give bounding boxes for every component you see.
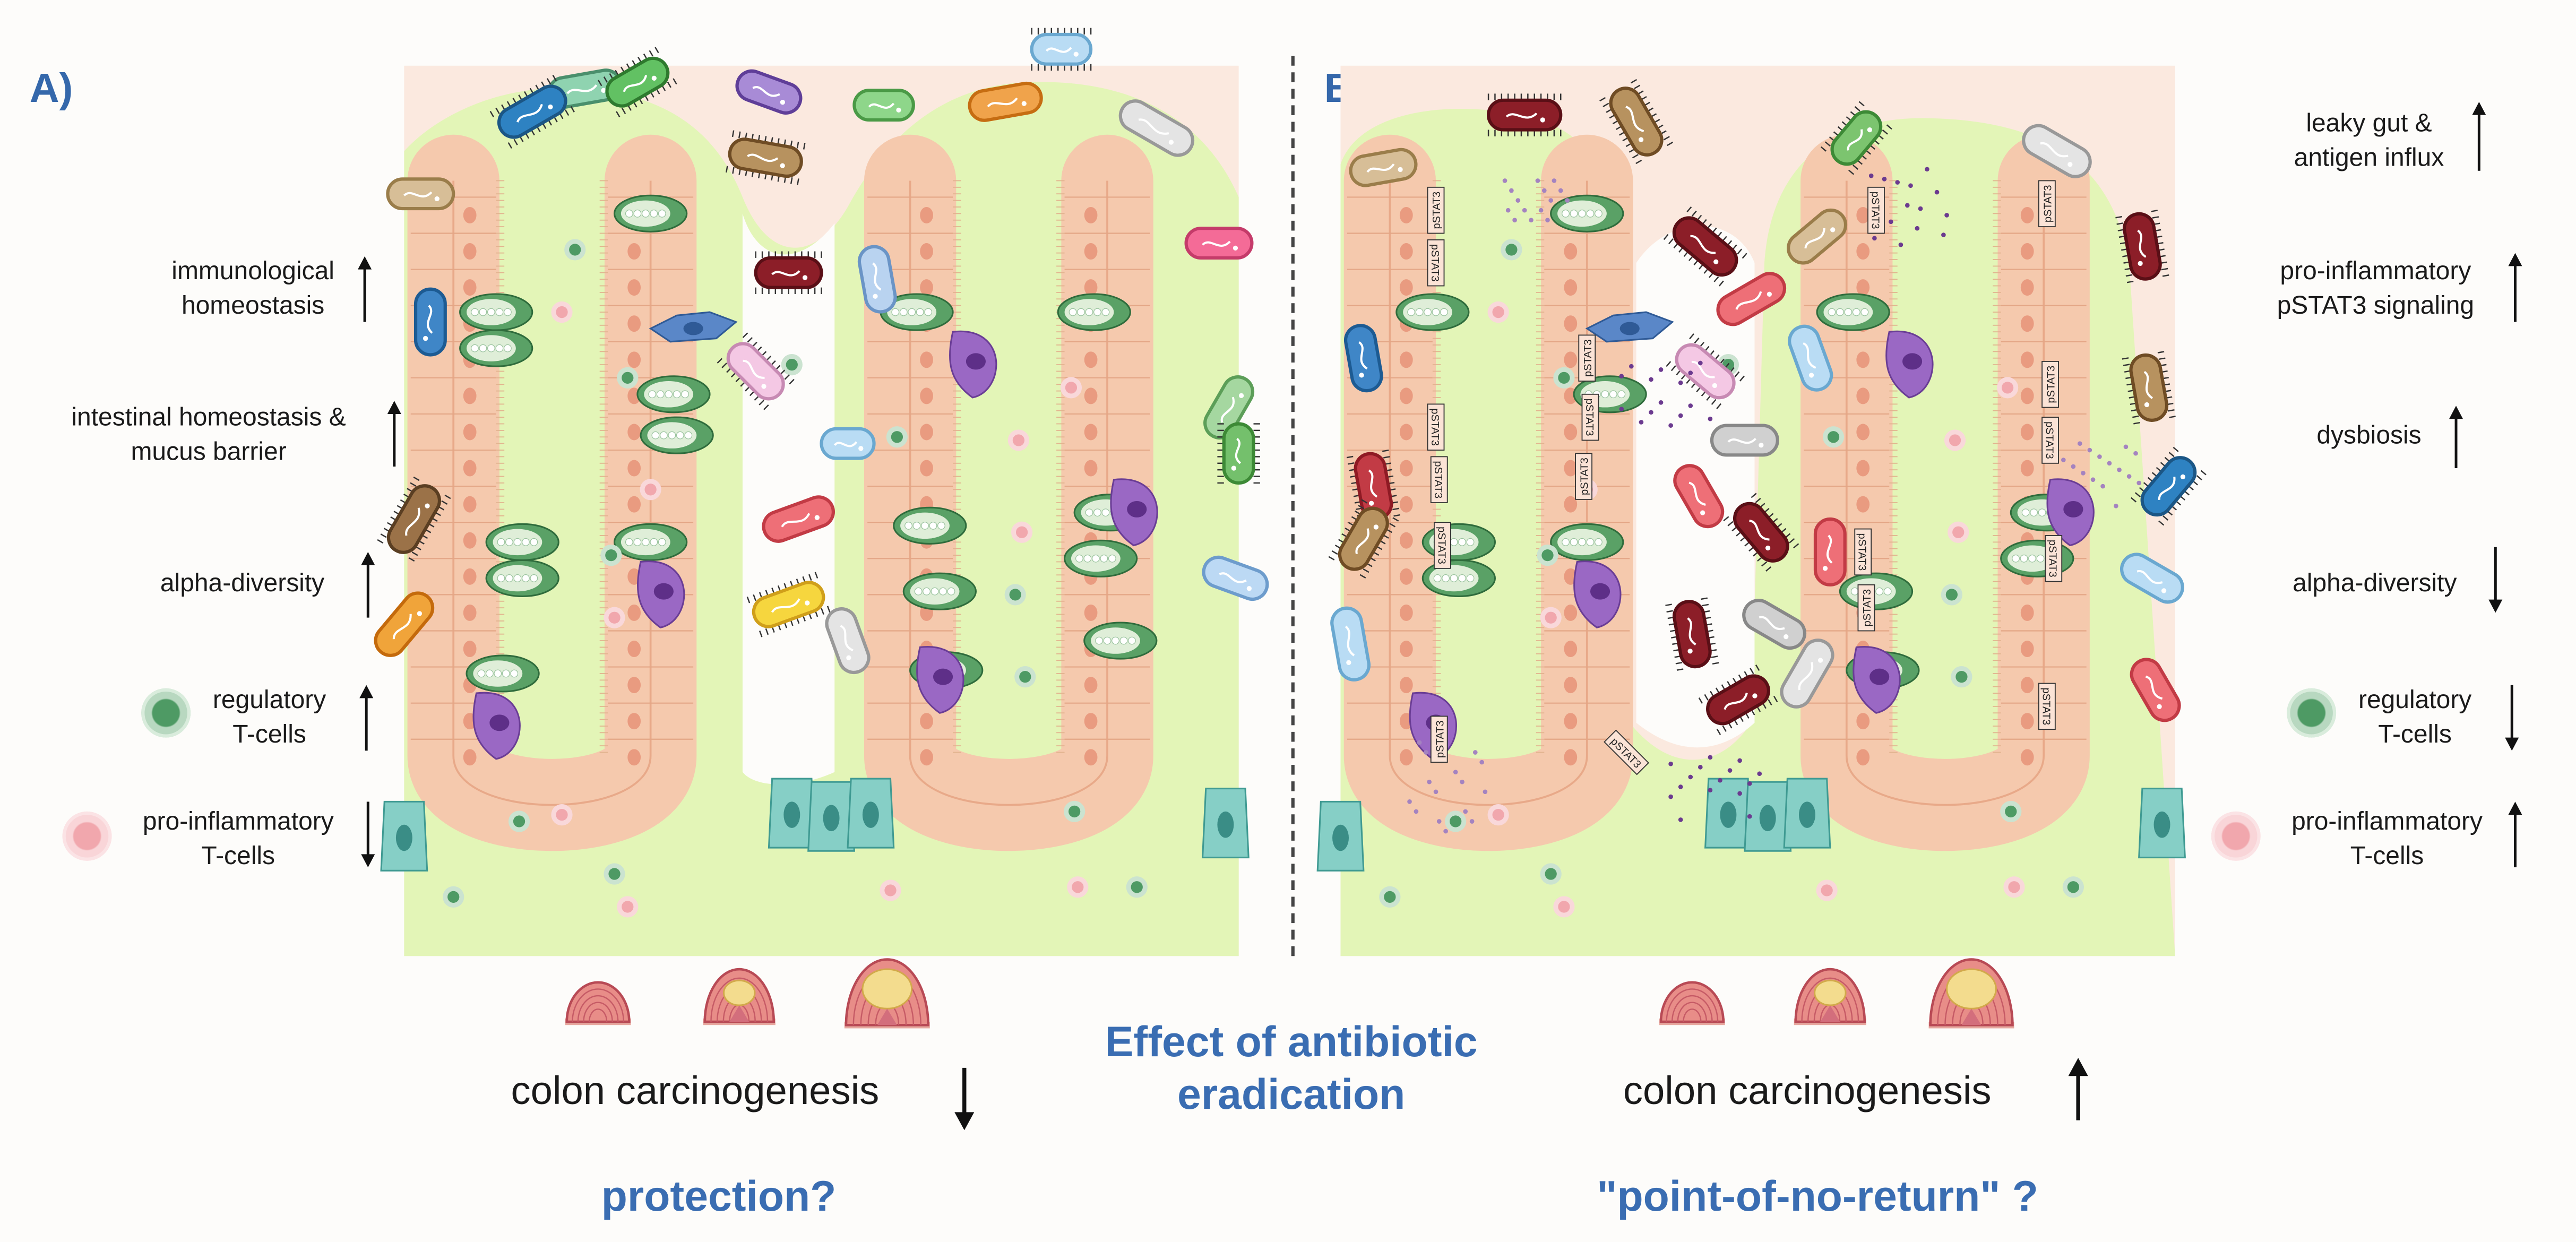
- svg-text:pSTAT3: pSTAT3: [1579, 458, 1591, 495]
- pstat3-stamp: pSTAT3: [1427, 403, 1445, 451]
- intestinal-homeostasis-label: intestinal homeostasis &mucus barrier: [71, 404, 346, 467]
- polyp-medium-icon-b: [1794, 968, 1866, 1025]
- pstat3-stamp: pSTAT3: [2038, 180, 2056, 228]
- alpha-diversity-label-a: alpha-diversity: [160, 570, 325, 598]
- panel-a-crypt-illustration: [374, 28, 1269, 956]
- pstat3-stamp: pSTAT3: [1427, 239, 1445, 287]
- svg-text:pSTAT3: pSTAT3: [1434, 720, 1446, 758]
- pro-inflammatory-t-cell-icon-a: [62, 811, 112, 861]
- carcinogenesis-label-a: colon carcinogenesis: [511, 1069, 880, 1114]
- svg-text:pSTAT3: pSTAT3: [2046, 366, 2057, 403]
- panel-divider: [1291, 56, 1295, 956]
- point-of-no-return-question: "point-of-no-return" ?: [1597, 1171, 2038, 1221]
- regulatory-t-cells-arrow-a: [359, 685, 374, 751]
- alpha-diversity-label-b: alpha-diversity: [2293, 570, 2457, 598]
- pstat3-signaling-arrow: [2508, 253, 2522, 322]
- alpha-diversity-arrow-b: [2488, 547, 2503, 613]
- protection-question: protection?: [601, 1171, 837, 1221]
- pstat3-stamp: pSTAT3: [1867, 186, 1885, 234]
- svg-text:pSTAT3: pSTAT3: [2044, 421, 2055, 459]
- pstat3-stamp: pSTAT3: [2045, 535, 2063, 582]
- panel-b-crypt-illustration: pSTAT3 pSTAT3 pSTAT3 pSTAT3 pSTAT3 pSTAT3 pSTA…: [1316, 65, 2207, 956]
- carcinogenesis-arrow-a: [954, 1067, 975, 1131]
- dysbiosis-label: dysbiosis: [2316, 422, 2422, 451]
- svg-text:pSTAT3: pSTAT3: [2042, 185, 2054, 222]
- panel-a-label: A): [29, 65, 73, 112]
- svg-text:pSTAT3: pSTAT3: [2040, 687, 2052, 725]
- carcinogenesis-label-b: colon carcinogenesis: [1623, 1069, 1992, 1114]
- pstat3-stamp: pSTAT3: [1427, 186, 1445, 234]
- polyp-medium-icon-a: [703, 968, 776, 1025]
- svg-text:pSTAT3: pSTAT3: [1583, 399, 1595, 436]
- svg-text:pSTAT3: pSTAT3: [1869, 192, 1881, 229]
- immunological-homeostasis-arrow: [358, 256, 372, 322]
- pstat3-stamp: pSTAT3: [1575, 453, 1592, 500]
- pstat3-stamp: pSTAT3: [2041, 417, 2059, 464]
- svg-text:pSTAT3: pSTAT3: [1582, 339, 1594, 377]
- pstat3-stamp: pSTAT3: [1854, 528, 1872, 576]
- svg-text:pSTAT3: pSTAT3: [1429, 408, 1441, 446]
- pstat3-stamp: pSTAT3: [2041, 360, 2059, 408]
- pro-inflammatory-t-cell-icon-b: [2211, 811, 2261, 861]
- regulatory-t-cells-arrow-b: [2505, 685, 2519, 751]
- polyp-small-icon-b: [1659, 981, 1725, 1025]
- alpha-diversity-arrow-a: [361, 551, 375, 618]
- carcinogenesis-arrow-b: [2068, 1058, 2088, 1120]
- pro-inflammatory-t-cells-arrow-a: [361, 801, 375, 868]
- pstat3-stamp: pSTAT3: [1430, 715, 1448, 763]
- svg-text:pSTAT3: pSTAT3: [1431, 192, 1443, 229]
- pstat3-stamp: pSTAT3: [1857, 584, 1875, 632]
- pro-inflammatory-t-cells-arrow-b: [2508, 801, 2522, 868]
- polyp-large-icon-b: [1928, 958, 2014, 1029]
- leaky-gut-arrow: [2472, 101, 2486, 171]
- svg-text:pSTAT3: pSTAT3: [1432, 461, 1444, 498]
- regulatory-t-cell-icon-a: [141, 688, 191, 738]
- svg-text:pSTAT3: pSTAT3: [1435, 527, 1447, 564]
- svg-text:pSTAT3: pSTAT3: [2047, 540, 2058, 577]
- leaky-gut-label: leaky gut &antigen influx: [2294, 110, 2444, 172]
- pstat3-stamp: pSTAT3: [2038, 683, 2056, 730]
- svg-text:pSTAT3: pSTAT3: [1429, 244, 1441, 282]
- regulatory-t-cell-icon-b: [2287, 688, 2337, 738]
- polyp-large-icon-a: [844, 958, 930, 1029]
- polyp-small-icon-a: [565, 981, 631, 1025]
- pstat3-stamp: pSTAT3: [1581, 393, 1599, 441]
- svg-text:pSTAT3: pSTAT3: [1856, 533, 1868, 571]
- dysbiosis-arrow: [2449, 406, 2463, 469]
- pstat3-stamp: pSTAT3: [1430, 456, 1448, 503]
- intestinal-homeostasis-arrow: [387, 401, 401, 467]
- pstat3-stamp: pSTAT3: [1578, 334, 1596, 382]
- svg-text:pSTAT3: pSTAT3: [1862, 589, 1873, 627]
- pstat3-stamp: pSTAT3: [1434, 522, 1451, 569]
